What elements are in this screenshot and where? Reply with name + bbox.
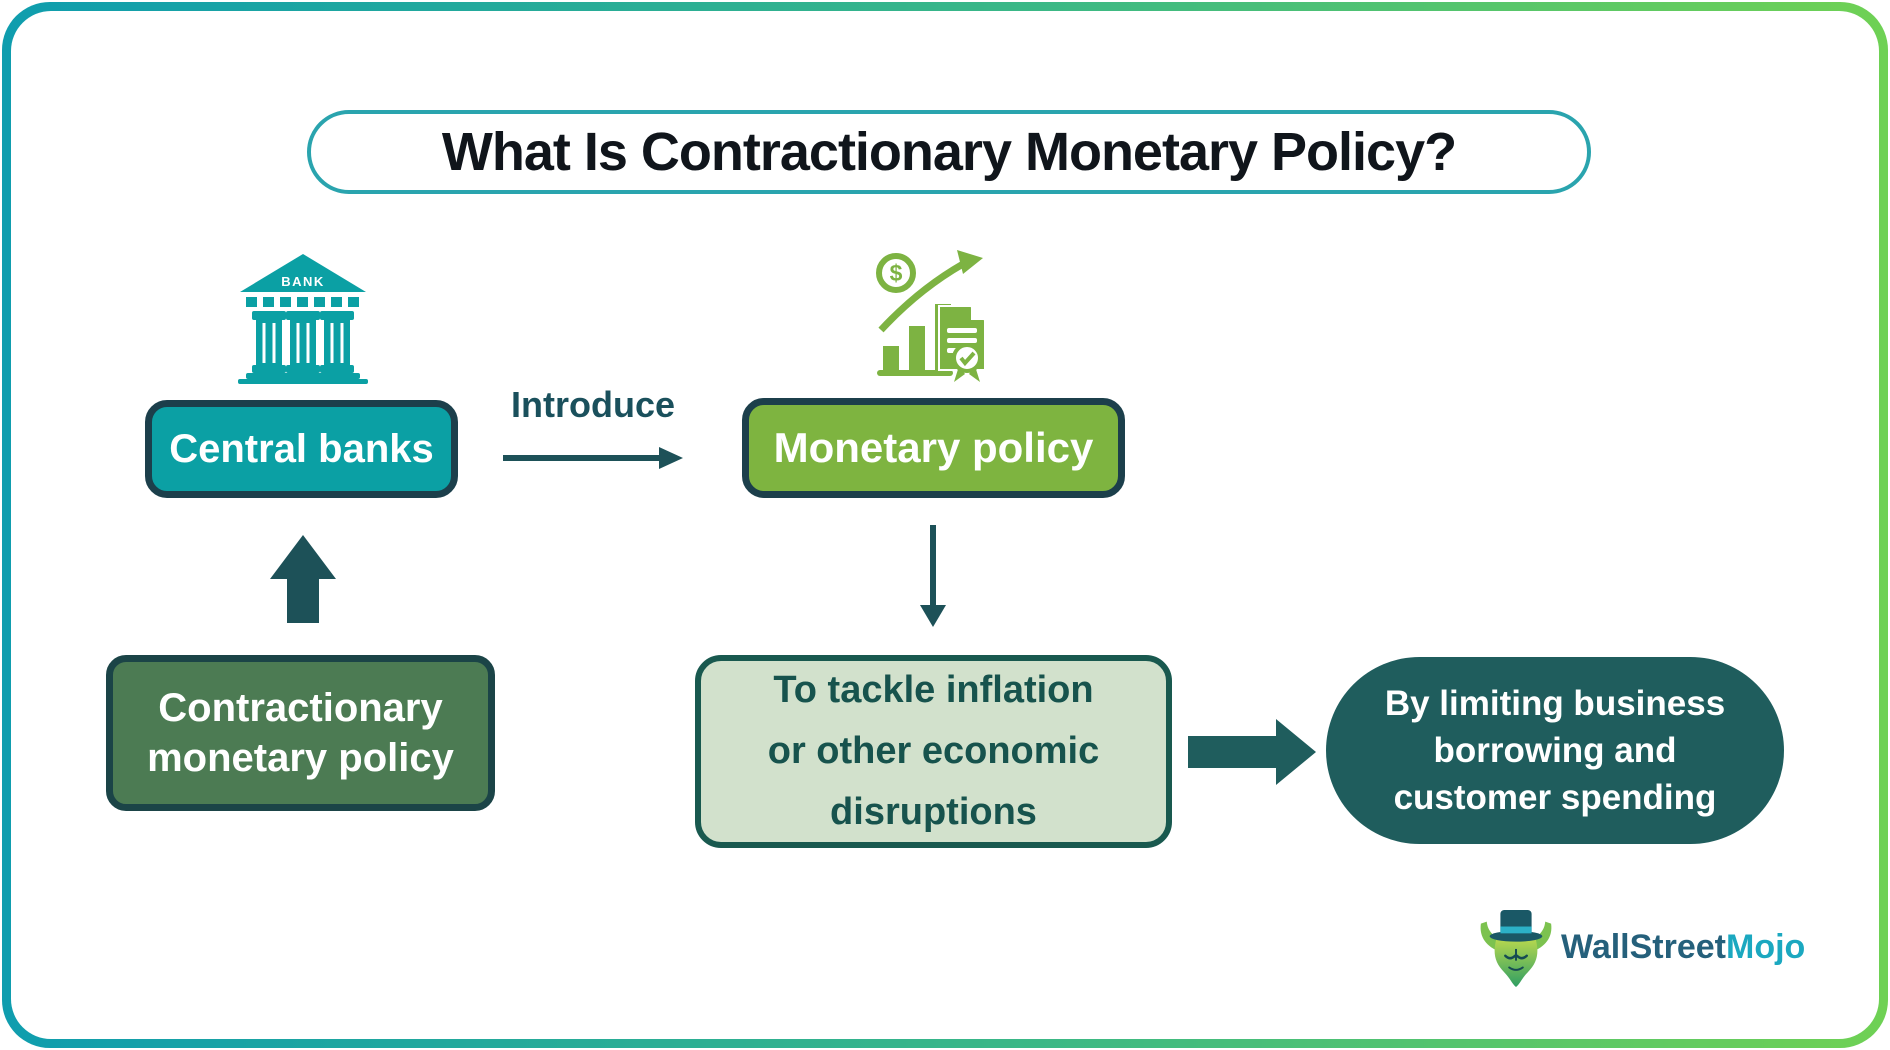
arrow-down [920,525,946,627]
money-growth-policy-icon: $ [876,250,986,382]
arrow-up-block [270,535,336,623]
brand-name-accent: Mojo [1726,927,1806,966]
limiting-line-3: customer spending [1393,778,1717,817]
node-contractionary-policy: Contractionary monetary policy [106,655,495,811]
node-central-banks: Central banks [145,400,458,498]
tackle-line-1: To tackle inflation [773,669,1094,711]
page-title: What Is Contractionary Monetary Policy? [441,122,1457,182]
limiting-line-1: By limiting business [1384,684,1726,723]
bank-sign-label: BANK [281,274,325,289]
node-limiting-borrowing: By limiting business borrowing and custo… [1326,657,1784,844]
title-bubble: What Is Contractionary Monetary Policy? [307,110,1591,194]
tackle-line-2: or other economic [767,730,1100,772]
bank-building-icon: BANK [238,254,368,384]
brand-name: WallStreetMojo [1561,928,1805,967]
monetary-policy-label: Monetary policy [773,424,1094,471]
tackle-line-3: disruptions [830,791,1037,833]
coin-currency-symbol: $ [890,260,903,286]
brand-name-primary: WallStreet [1561,927,1727,966]
bull-mascot-icon [1480,909,1552,987]
contractionary-line-1: Contractionary [158,686,443,730]
brand-logo: WallStreetMojo [1477,905,1805,989]
node-monetary-policy: Monetary policy [742,398,1125,498]
contractionary-line-2: monetary policy [147,736,454,780]
limiting-line-2: borrowing and [1433,731,1677,770]
introduce-label: Introduce [510,384,675,425]
node-tackle-inflation: To tackle inflation or other economic di… [695,655,1172,848]
arrow-right-introduce [503,447,683,469]
arrow-right-block [1188,719,1316,785]
central-banks-label: Central banks [169,426,434,471]
